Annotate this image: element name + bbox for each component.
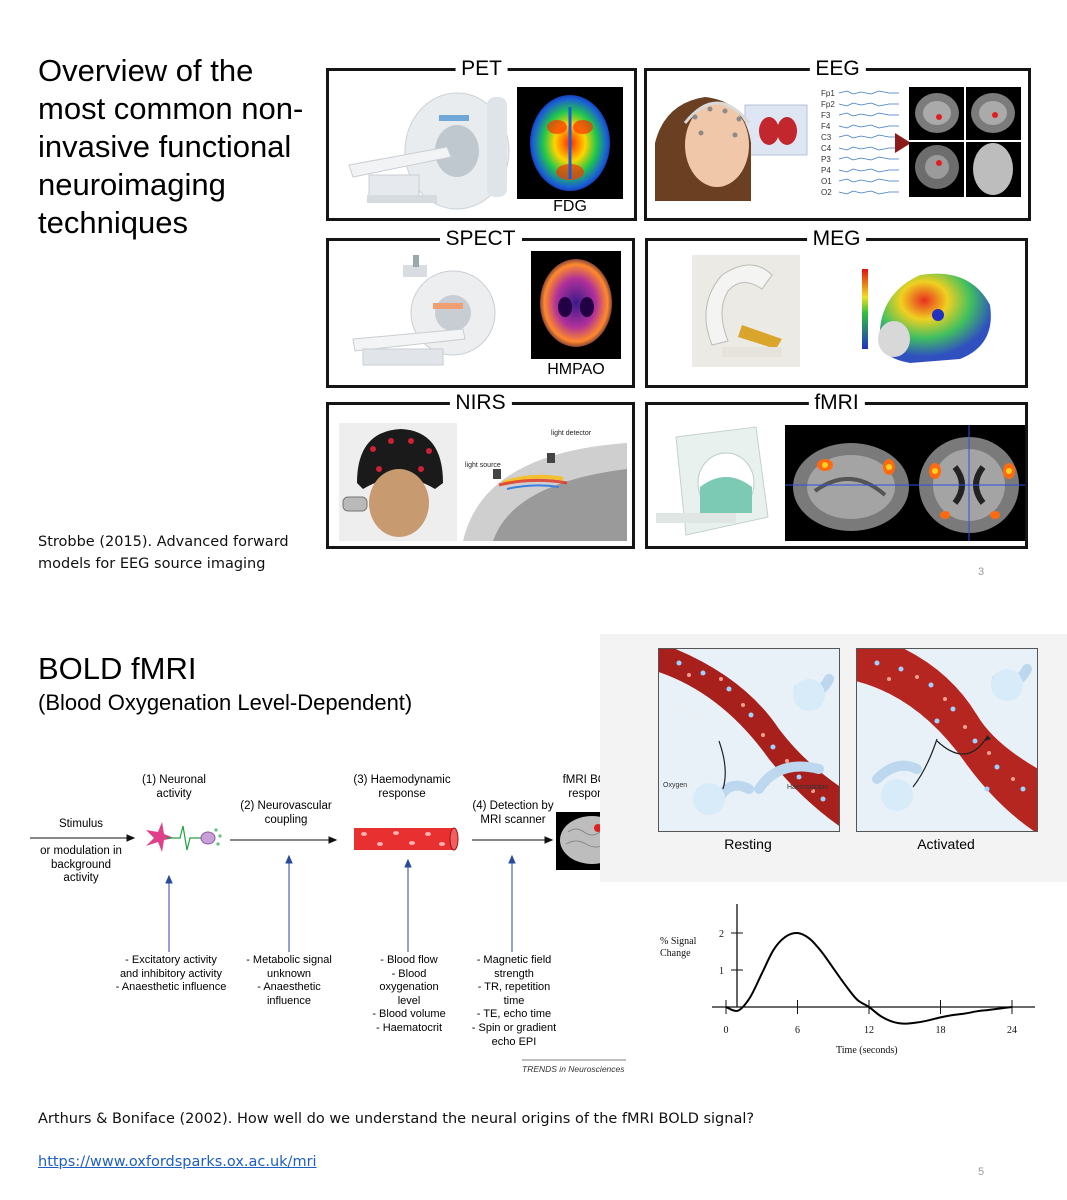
resting-label: Resting [724, 836, 772, 852]
x-tick-label: 18 [936, 1025, 946, 1036]
svg-text:F3: F3 [821, 111, 831, 120]
hrf-xlabel: Time (seconds) [836, 1045, 898, 1056]
vessel-panels: Blood Flow Oxygen Haemoglobin Resting Ac… [600, 634, 1067, 882]
stimulus-label: Stimulus [58, 818, 104, 830]
eeg-subject-image [655, 83, 815, 201]
meg-panel: MEG [645, 226, 1028, 388]
svg-text:Fp2: Fp2 [821, 100, 835, 109]
oxfordsparks-link[interactable]: https://www.oxfordsparks.ox.ac.uk/mri [38, 1154, 317, 1170]
svg-text:P4: P4 [821, 166, 831, 175]
nirs-light-path-image: light detector light source [463, 423, 627, 541]
citation: Strobbe (2015). Advanced forward models … [38, 531, 289, 575]
title-line: techniques [38, 205, 188, 240]
x-tick-label: 24 [1007, 1025, 1017, 1036]
spect-panel: SPECT [326, 226, 635, 388]
citation-line: models for EEG source imaging [38, 556, 266, 572]
svg-text:F4: F4 [821, 122, 831, 131]
x-tick-label: 0 [724, 1025, 729, 1036]
svg-text:C3: C3 [821, 133, 832, 142]
notes-haemodynamic: - Blood flow - Blood oxygenation level -… [372, 954, 446, 1034]
svg-text:Fp1: Fp1 [821, 89, 835, 98]
x-tick-label: 12 [864, 1025, 874, 1036]
notes-neuronal: - Excitatory activity and inhibitory act… [115, 954, 227, 994]
source-label: TRENDS in Neurosciences [522, 1064, 625, 1074]
arrow-icon [895, 133, 911, 153]
pet-scanner-image [339, 87, 514, 212]
panel-label: EEG [809, 56, 866, 82]
ylabel-line: % Signal [660, 936, 697, 947]
blood-vessel-icon [354, 827, 459, 851]
panel-label: NIRS [449, 390, 512, 416]
title-line: most common non- [38, 91, 304, 126]
panel-label: SPECT [439, 226, 522, 252]
page-number: 3 [978, 566, 985, 578]
spect-brain-image [531, 251, 621, 359]
nirs-subject-image [339, 423, 457, 541]
pet-panel: PET [326, 56, 637, 221]
svg-text:O1: O1 [821, 177, 832, 186]
title-line: Overview of the [38, 53, 254, 88]
spect-caption: HMPAO [547, 361, 605, 378]
panel-label: PET [455, 56, 508, 82]
activated-panel [856, 648, 1038, 832]
pet-brain-image [517, 87, 623, 199]
resting-panel: Blood Flow Oxygen Haemoglobin [658, 648, 840, 832]
oxygen-label: Oxygen [663, 782, 687, 789]
step-haemodynamic-response: (3) Haemodynamic response [353, 774, 451, 800]
step-neurovascular-coupling: (2) Neurovascular coupling [240, 800, 332, 826]
haemoglobin-label: Haemoglobin [787, 784, 828, 791]
spect-scanner-image [352, 255, 496, 366]
y-tick-label: 2 [719, 929, 724, 940]
fmri-scanner-image [656, 426, 769, 536]
citation: Arthurs & Boniface (2002). How well do w… [38, 1111, 755, 1127]
ylabel-line: Change [660, 948, 691, 959]
step-detection: (4) Detection by MRI scanner [472, 800, 554, 826]
nirs-panel: NIRS light detector light source [326, 390, 635, 549]
title-line: invasive functional [38, 129, 292, 164]
panel-label: MEG [806, 226, 867, 252]
blood-flow-label: Blood Flow [678, 705, 711, 731]
fmri-panel: fMRI [645, 390, 1028, 549]
hrf-curve [725, 931, 1013, 1025]
activated-label: Activated [917, 836, 975, 852]
pet-caption: FDG [553, 198, 587, 215]
notes-coupling: - Metabolic signal unknown - Anaesthetic… [246, 954, 332, 1007]
slide-title: BOLD fMRI [38, 651, 197, 686]
eeg-source-images [909, 87, 1021, 197]
notes-detection: - Magnetic field strength - TR, repetiti… [471, 954, 557, 1048]
slide-title: Overview of the most common non- invasiv… [38, 52, 328, 242]
slide-subtitle: (Blood Oxygenation Level-Dependent) [38, 690, 413, 715]
step-neuronal-activity: (1) Neuronal activity [142, 774, 206, 800]
title-line: neuroimaging [38, 167, 226, 202]
citation-line: Strobbe (2015). Advanced forward [38, 534, 289, 550]
svg-text:P3: P3 [821, 155, 831, 164]
modulation-label: or modulation in background activity [40, 845, 122, 884]
svg-text:O2: O2 [821, 188, 832, 197]
panel-label: fMRI [808, 390, 865, 416]
x-tick-label: 6 [795, 1025, 800, 1036]
meg-head-map-image [850, 255, 996, 367]
light-detector-label: light detector [551, 430, 592, 437]
fmri-brain-image [785, 425, 1025, 541]
page-number: 5 [978, 1166, 985, 1178]
neuron-icon [146, 822, 222, 852]
light-source-label: light source [465, 462, 501, 469]
svg-text:C4: C4 [821, 144, 832, 153]
hrf-ylabel: % Signal Change [660, 936, 696, 960]
meg-scanner-image [692, 255, 800, 367]
y-tick-label: 1 [719, 966, 724, 977]
